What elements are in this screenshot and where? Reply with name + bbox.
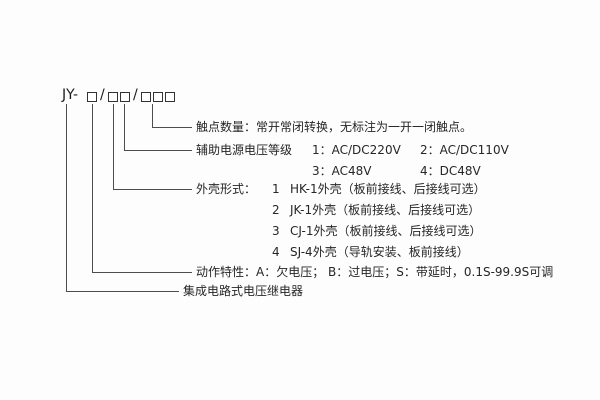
shell-option-desc: HK-1外壳（板前接线、后接线可选） [290, 182, 486, 196]
label-aux-power-opt-4: 4：DC48V [420, 164, 481, 178]
model-separator: / [133, 87, 138, 103]
model-box [108, 92, 118, 102]
shell-option-num: 3 [272, 224, 280, 238]
connector-aux-power-vline [124, 104, 125, 151]
connector-action-hline [92, 272, 192, 273]
shell-option-desc: JK-1外壳（板前接线、后接线可选） [290, 203, 481, 217]
model-box-group [87, 92, 97, 102]
model-box [153, 92, 163, 102]
connector-contact-hline [152, 127, 192, 128]
shell-option-desc: SJ-4外壳（导轨安装、板前接线） [290, 245, 469, 259]
model-prefix: JY- [62, 87, 79, 103]
connector-product-vline [66, 104, 67, 292]
connector-shell-vline [113, 104, 114, 190]
model-separator: / [100, 87, 105, 103]
shell-option-num: 1 [272, 182, 280, 196]
connector-shell-hline [113, 189, 192, 190]
model-box [120, 92, 130, 102]
shell-option-desc: CJ-1外壳（板前接线、后接线可选） [290, 224, 482, 238]
connector-product-hline [66, 291, 179, 292]
model-box [141, 92, 151, 102]
label-aux-power-opt-2: 2：AC/DC110V [420, 143, 509, 157]
shell-option-num: 2 [272, 203, 280, 217]
model-box-group [108, 92, 130, 102]
model-box [165, 92, 175, 102]
label-product-name: 集成电路式电压继电器 [183, 284, 304, 298]
shell-option-num: 4 [272, 245, 280, 259]
label-aux-power-opt-3: 3：AC48V [312, 164, 372, 178]
label-contact-count: 触点数量：常开常闭转换，无标注为一开一闭触点。 [196, 120, 473, 134]
label-aux-power-opt-1: 1：AC/DC220V [312, 143, 401, 157]
connector-aux-power-hline [124, 150, 192, 151]
model-box-group [141, 92, 175, 102]
connector-action-vline [92, 104, 93, 273]
label-action-characteristic: 动作特性：A：欠电压； B：过电压；S：带延时，0.1S-99.9S可调 [196, 265, 554, 279]
label-shell-title: 外壳形式： [196, 182, 257, 196]
model-box [87, 92, 97, 102]
label-aux-power-title: 辅助电源电压等级 [196, 143, 293, 157]
connector-contact-vline [152, 104, 153, 128]
